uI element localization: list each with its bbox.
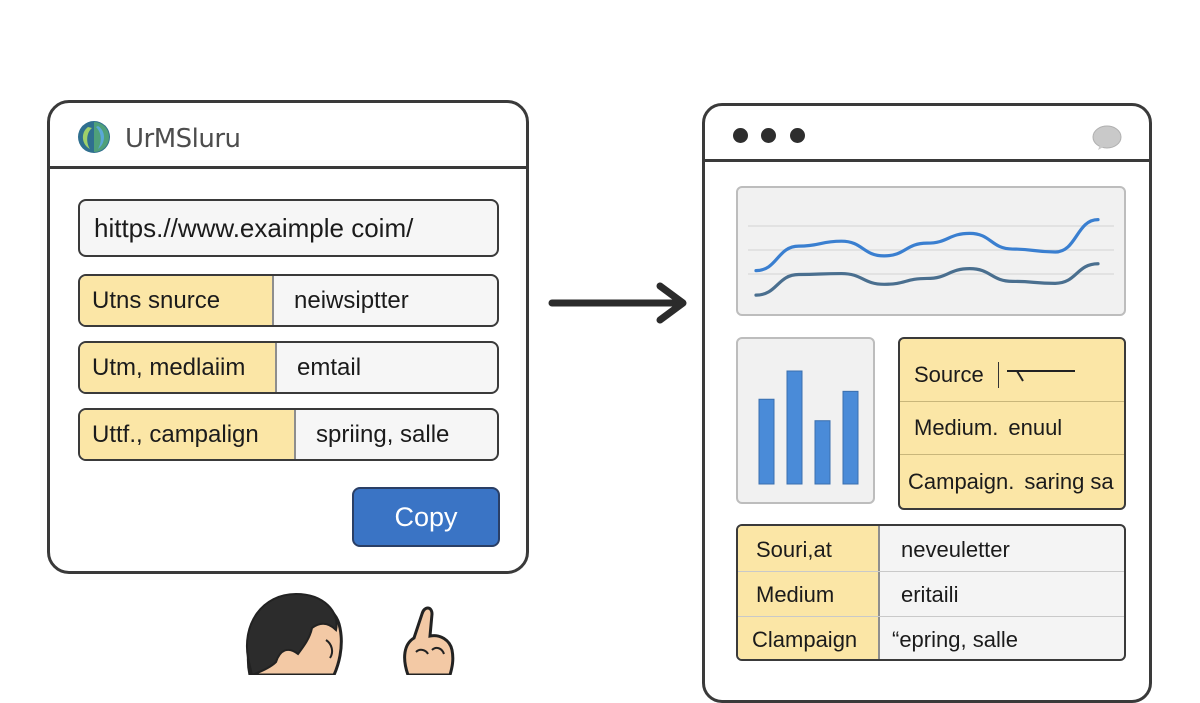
summary-medium-value: enuul (1008, 415, 1063, 440)
app-logo-icon (78, 121, 110, 153)
table-row: Souri,at neveuletter (738, 526, 1124, 572)
builder-titlebar: UrMSluru (50, 103, 526, 169)
bar-2 (786, 370, 803, 485)
line-series-1 (754, 218, 1100, 273)
table-source-value: neveuletter (901, 537, 1010, 562)
analytics-titlebar (705, 106, 1149, 162)
summary-campaign-row: Campaign. saring sa (900, 455, 1124, 508)
arrow-right-icon (548, 282, 687, 324)
table-row: Clampaign “epring, salle (738, 616, 1124, 659)
analytics-window: Source Medium. enuul Campaign. saring sa… (702, 103, 1152, 703)
summary-medium-row: Medium. enuul (900, 402, 1124, 455)
bar-3 (814, 420, 831, 485)
table-campaign-label: Clampaign (752, 627, 858, 652)
utm-report-table: Souri,at neveuletter Medium eritaili Cla… (736, 524, 1126, 661)
line-chart (748, 218, 1114, 297)
summary-campaign-label: Campaign. (908, 468, 1015, 494)
utm-medium-row[interactable]: Utm, medlaiim emtail (78, 341, 499, 394)
utm-medium-label: Utm, medlaiim (80, 343, 277, 392)
utm-source-row[interactable]: Utns snurce neiwsiptter (78, 274, 499, 327)
utm-campaign-row[interactable]: Uttf., campalign spriing, salle (78, 408, 499, 461)
utm-summary-card: Source Medium. enuul Campaign. saring sa (898, 337, 1126, 510)
utm-campaign-input[interactable]: spriing, salle (316, 420, 450, 448)
summary-source-redacted-value (1007, 365, 1077, 385)
bar-chart-panel (736, 337, 875, 504)
table-source-label: Souri,at (756, 537, 832, 562)
utm-medium-input[interactable]: emtail (297, 353, 362, 381)
window-dot-minimize[interactable] (761, 128, 776, 143)
summary-medium-label: Medium. (914, 415, 999, 440)
url-input[interactable]: hittps.//www.exaimple coim/ (78, 199, 499, 257)
window-dot-close[interactable] (733, 128, 748, 143)
utm-source-label: Utns snurce (80, 276, 274, 325)
copy-button[interactable]: Copy (352, 487, 500, 547)
bar-4 (842, 390, 859, 485)
person-pointing-illustration (245, 592, 455, 675)
table-row: Medium eritaili (738, 571, 1124, 617)
table-campaign-value: “epring, salle (892, 627, 1018, 652)
utm-source-input[interactable]: neiwsiptter (294, 286, 409, 314)
pointing-hand-icon (403, 606, 455, 675)
summary-source-row: Source (900, 349, 1124, 402)
app-title: UrMSluru (125, 124, 241, 154)
person-head-icon (245, 592, 343, 675)
table-medium-value: eritaili (901, 582, 959, 607)
utm-campaign-label: Uttf., campalign (80, 410, 296, 459)
utm-builder-window: UrMSluru hittps.//www.exaimple coim/ Utn… (47, 100, 529, 574)
table-label-column (738, 526, 880, 659)
bar-1 (758, 398, 775, 485)
window-dot-maximize[interactable] (790, 128, 805, 143)
summary-campaign-value: saring sa (1024, 468, 1114, 494)
bar-chart (758, 370, 859, 485)
table-medium-label: Medium (756, 582, 835, 607)
summary-divider (997, 362, 1000, 388)
line-chart-panel (736, 186, 1126, 316)
line-series-2 (754, 262, 1100, 297)
summary-source-label: Source (914, 362, 984, 387)
chat-bubble-icon[interactable] (1092, 125, 1122, 151)
